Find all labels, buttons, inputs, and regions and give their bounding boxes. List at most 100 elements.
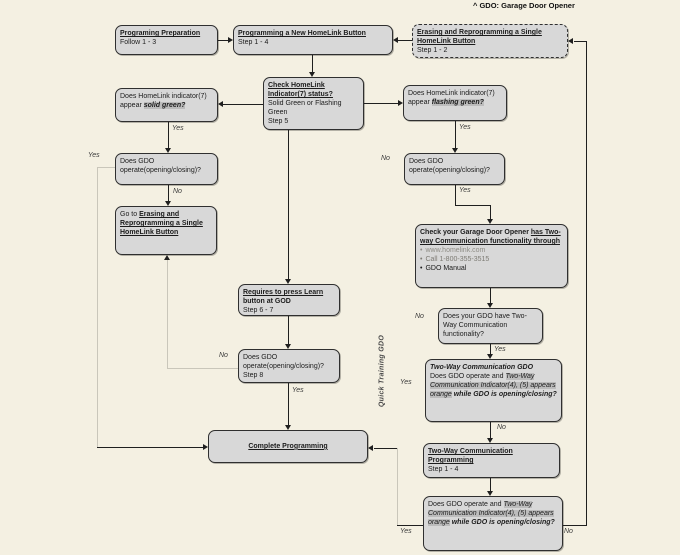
connector-line [364,103,398,104]
bullet-icon: • [420,265,423,273]
arrowhead [487,438,493,443]
question-text: Does your GDO have Two-Way Communication… [443,313,527,339]
connector-line [168,185,169,201]
connector-line [97,167,98,447]
label-no-gdo-right: No [381,155,390,162]
node-check-homelink-indicator-status: Check HomeLink Indicator(7) status? Soli… [263,77,364,130]
label-no-twoway-gdo: No [497,424,506,431]
arrowhead [285,344,291,349]
node-step: Step 6 - 7 [243,307,274,315]
node-step: Follow 1 - 3 [120,39,157,47]
node-title: Erasing and Reprogramming a Single HomeL… [417,29,542,46]
node-step: Step 1 - 2 [417,47,448,55]
connector-line [168,122,169,148]
node-programming-new-homelink-button: Programming a New HomeLink Button Step 1… [233,25,393,55]
connector-line [455,121,456,148]
node-twoway-communication-gdo: Two-Way Communication GDO Does GDO opera… [425,359,562,422]
arrowhead [487,491,493,496]
arrowhead [393,37,398,43]
connector-line [490,478,491,491]
node-body: Solid Green or Flashing Green [268,100,342,117]
node-indicator-flashing-green-question: Does HomeLink indicator(7) appear flashi… [403,85,507,121]
node-body: button at GOD [243,298,291,306]
connector-line [97,167,115,168]
label-yes-flashing: Yes [459,124,471,131]
gdo-footnote: ^ GDO: Garage Door Opener [473,1,575,10]
node-indicator-solid-green-question: Does HomeLink indicator(7) appear solid … [115,88,218,122]
connector-line [455,205,491,206]
node-title: Complete Programming [248,442,328,450]
arrowhead [487,303,493,308]
connector-line [397,525,423,526]
highlight-solid-green: solid green? [143,102,186,110]
connector-line [398,40,412,41]
question-text: Does GDO operate(opening/closing)? [243,354,324,371]
node-gdo-operate-right: Does GDO operate(opening/closing)? [404,153,505,185]
connector-line [312,55,313,72]
arrowhead [452,148,458,153]
connector-line [490,288,491,303]
question-tail: while GDO is opening/closing? [449,519,555,527]
arrowhead [487,354,493,359]
question-tail: while GDO is opening/closing? [451,391,557,399]
connector-line [167,260,168,368]
connector-line [288,383,289,425]
connector-line [97,447,203,448]
connector-line [490,344,491,354]
bullet-icon: • [420,247,423,255]
node-title: Programming a New HomeLink Button [238,30,366,37]
connector-line [397,448,398,525]
node-gdo-operate-step8: Does GDO operate(opening/closing)? Step … [238,349,340,383]
connector-line [586,41,587,526]
node-step: Step 5 [268,118,289,126]
label-yes-solid: Yes [172,125,184,132]
node-goto-erasing-reprogramming: Go to Erasing and Reprogramming a Single… [115,206,217,255]
label-yes-have-twoway: Yes [494,346,506,353]
question-text: Does HomeLink indicator(7) appear [120,93,207,110]
node-title: Two-Way Communication Programming [428,448,513,465]
arrowhead [203,444,208,450]
node-erasing-reprogramming: Erasing and Reprogramming a Single HomeL… [412,24,568,58]
node-press-learn-button: Requires to press Learn button at GOD St… [238,284,340,316]
goto-link-text: Erasing and Reprogramming a Single HomeL… [120,211,203,237]
bullet-text: Call 1-800-355-3515 [425,256,490,264]
connector-line [223,104,263,105]
node-step: Step 8 [243,372,264,380]
node-twoway-programming: Two-Way Communication Programming Step 1… [423,443,560,478]
connector-line [490,422,491,438]
node-title-underlined: has Two-way Communication functionality … [420,229,561,246]
arrowhead [218,101,223,107]
label-no-gdo-mid: No [219,352,228,359]
bullet-text: GDO Manual [425,265,467,273]
label-yes-final: Yes [400,528,412,535]
connector-line [574,41,587,42]
label-yes-twoway-gdo: Yes [400,379,412,386]
connector-line [490,205,491,219]
node-check-twoway-functionality: Check your Garage Door Opener has Two-wa… [415,224,568,288]
node-programing-preparation: Programing Preparation Follow 1 - 3 [115,25,218,55]
node-step: Step 1 - 4 [238,39,269,47]
arrowhead [285,425,291,430]
connector-line [563,525,587,526]
arrowhead [228,37,233,43]
goto-prefix: Go to [120,211,140,218]
arrowhead [285,279,291,284]
connector-line [455,185,456,205]
node-title: Programing Preparation [120,30,201,37]
highlight-flashing-green: flashing green? [431,99,484,107]
connector-line [167,368,238,369]
node-have-twoway-question: Does your GDO have Two-Way Communication… [438,308,543,344]
connector-line [288,316,289,344]
arrowhead [164,255,170,260]
label-yes-gdo-left: Yes [88,152,100,159]
label-yes-gdo-right: Yes [459,187,471,194]
bullet-homelink-website: • www.homelink.com [420,246,563,255]
node-title: Check HomeLink Indicator(7) status? [268,82,333,99]
node-title: Two-Way Communication GDO [430,364,534,371]
arrowhead [368,445,373,451]
arrowhead [568,38,573,44]
quick-training-gdo-note: Quick Training GDO [378,334,386,408]
arrowhead [165,148,171,153]
question-text: Does GDO operate and [428,501,504,508]
